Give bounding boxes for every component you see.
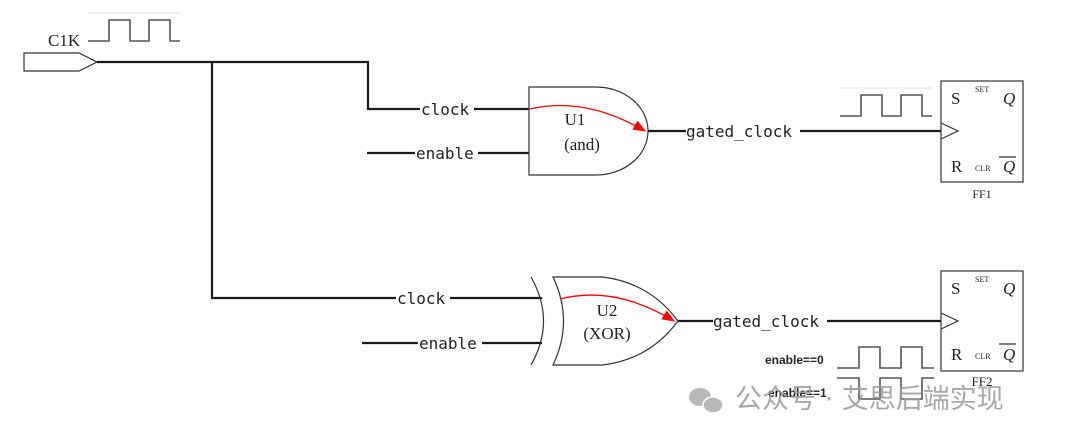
u2-signal-arrow [559, 294, 676, 322]
u1-id: U1 [565, 110, 586, 129]
enable0-label: enable==0 [765, 353, 824, 367]
ff1-label: FF1 [972, 187, 991, 201]
ff1 [940, 80, 1024, 183]
u2-enable-label: enable [419, 334, 477, 353]
ff1-set: SET [975, 85, 989, 94]
ff2-r: R [951, 345, 963, 364]
watermark-text: 公众号 · 艾思后端实现 [735, 384, 1004, 415]
u2-xor-extra-arc [530, 276, 545, 366]
u2-output-label: gated_clock [713, 312, 819, 331]
u1-type: (and) [564, 135, 600, 154]
clk-label: C1K [48, 31, 81, 50]
u1-and-gate [528, 86, 649, 176]
ff1-r: R [951, 157, 963, 176]
clk-waveform [88, 12, 180, 42]
u2-xor-gate [552, 276, 679, 366]
ff1-q: Q [1003, 89, 1015, 108]
ff2-s: S [951, 279, 960, 298]
ff2-clr: CLR [975, 352, 991, 361]
wechat-icon [689, 388, 724, 414]
u2-type: (XOR) [583, 324, 630, 343]
ff2-set: SET [975, 275, 989, 284]
ff2 [940, 270, 1024, 372]
u2-clock-label: clock [397, 289, 446, 308]
enable1-waveform [837, 377, 934, 400]
u1-signal-arrow [529, 104, 647, 132]
u1-enable-label: enable [416, 144, 474, 163]
clk-wire [97, 60, 420, 300]
clk-input-port [23, 52, 99, 72]
ff1-clr: CLR [975, 164, 991, 173]
gated-waveform-1 [840, 87, 932, 117]
u2-id: U2 [597, 301, 618, 320]
enable1-label: enable==1 [768, 386, 827, 400]
u1-output-label: gated_clock [686, 122, 792, 141]
ff2-q: Q [1003, 279, 1015, 298]
ff1-qbar: Q [1003, 157, 1015, 176]
ff1-s: S [951, 89, 960, 108]
ff2-qbar: Q [1003, 345, 1015, 364]
ff2-label: FF2 [972, 374, 993, 389]
u1-clock-label: clock [421, 100, 470, 119]
enable0-waveform [837, 346, 934, 369]
